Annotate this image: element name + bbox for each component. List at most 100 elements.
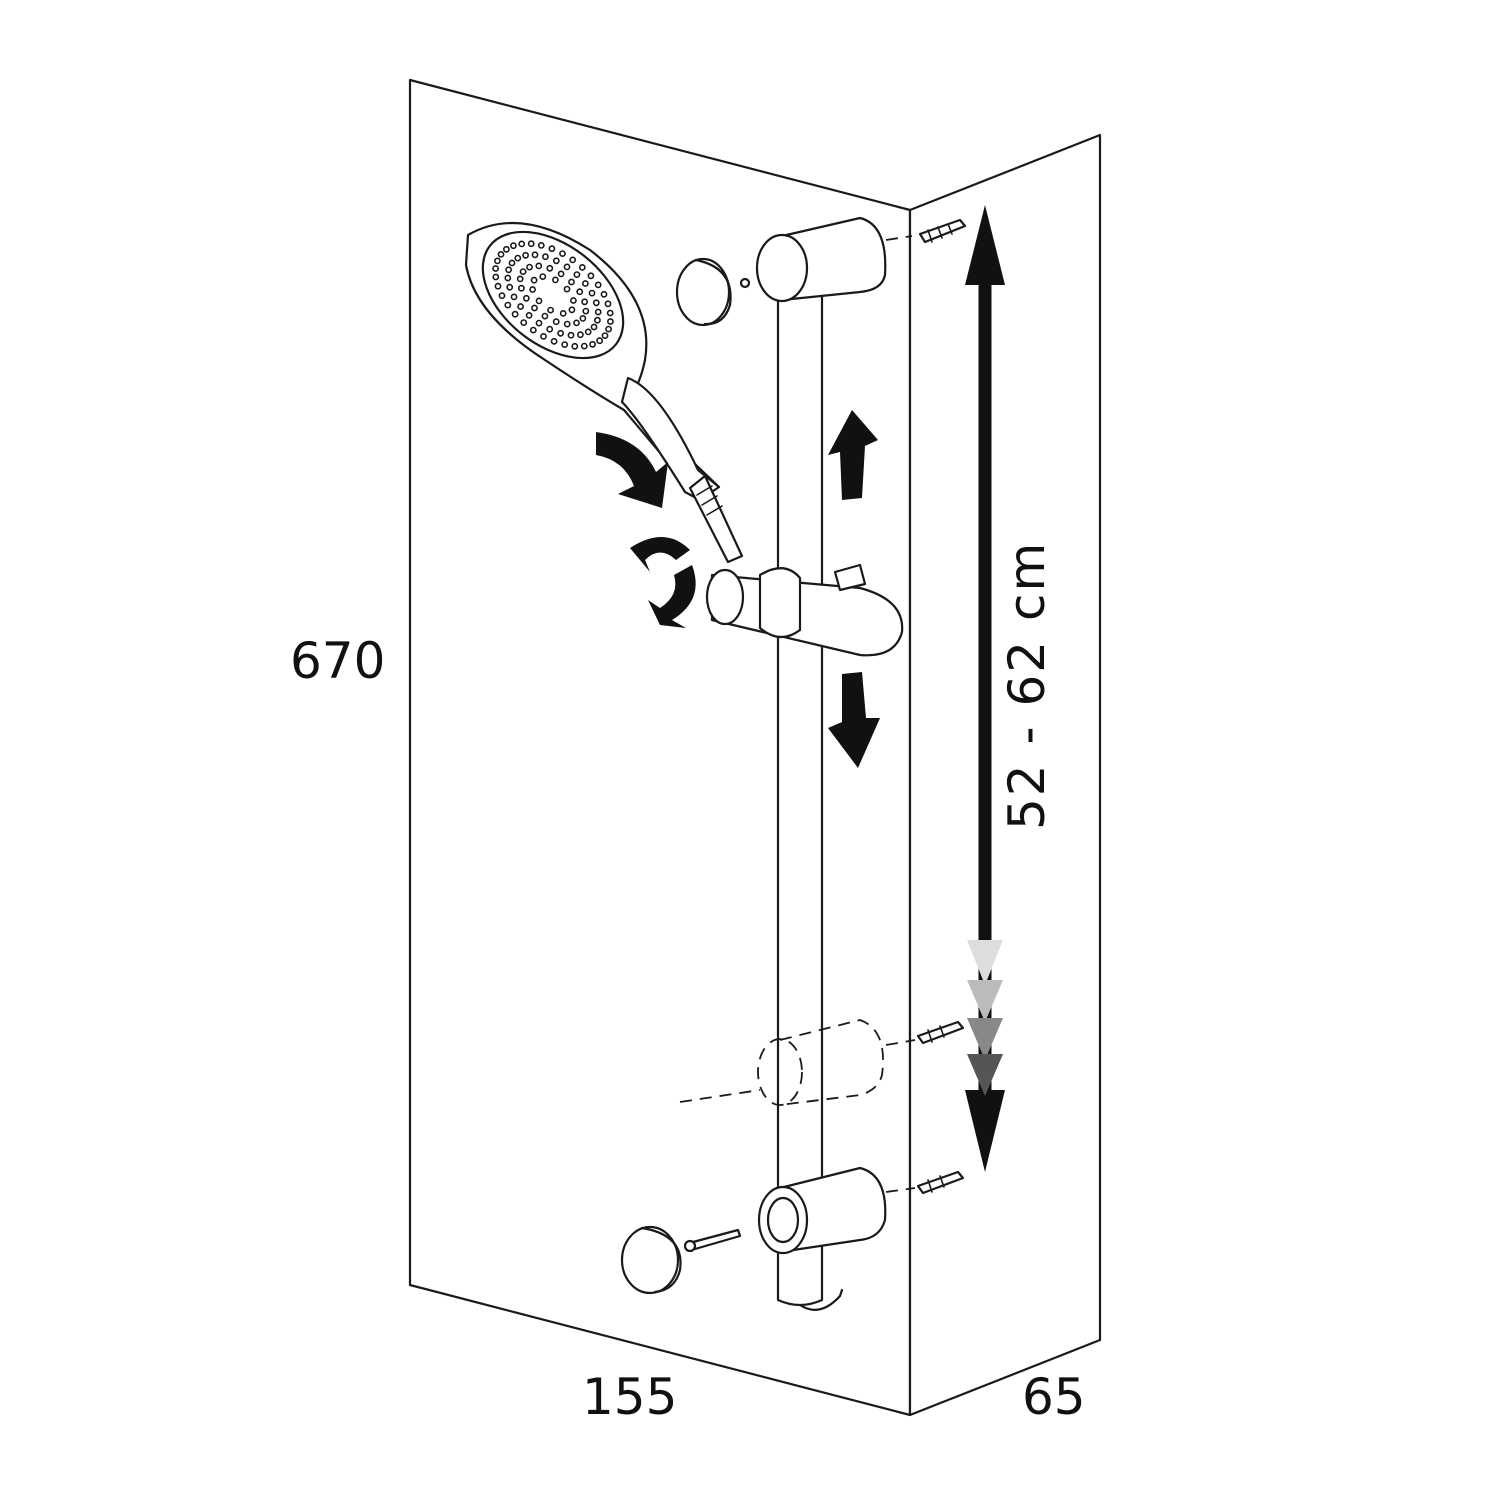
nozzle-dot — [525, 311, 533, 319]
bracket-spacing-label: 52 - 62 cm — [998, 541, 1056, 830]
nozzle-dot — [592, 299, 600, 307]
depth-dimension-label: 65 — [1022, 1368, 1086, 1426]
nozzle-dot — [557, 329, 564, 337]
nozzle-dot — [605, 325, 612, 333]
nozzle-dot — [604, 300, 612, 308]
nozzle-dot — [567, 331, 575, 339]
nozzle-dot — [510, 293, 518, 301]
nozzle-dot — [589, 340, 596, 348]
nozzle-dot — [573, 319, 580, 327]
nozzle-dot — [529, 326, 537, 334]
nozzle-dot — [511, 310, 519, 318]
nozzle-dot — [568, 278, 575, 286]
curved-down-arrow-icon — [596, 432, 668, 508]
nozzle-dot — [577, 331, 584, 339]
nozzle-dot — [535, 319, 543, 327]
bottom-wall-dowel-icon — [885, 1170, 965, 1195]
nozzle-dot — [582, 280, 589, 287]
nozzle-dot — [519, 268, 527, 275]
nozzle-dot — [563, 263, 571, 271]
nozzle-dot — [573, 271, 581, 278]
ghost-arrow-icon — [967, 1018, 1003, 1060]
nozzle-dot — [559, 250, 566, 257]
spacing-arrow-bottom-icon — [965, 1090, 1005, 1172]
nozzle-dot — [518, 240, 526, 248]
nozzle-dot — [546, 264, 554, 272]
nozzle-dot — [557, 270, 565, 278]
nozzle-dot — [552, 276, 559, 284]
nozzle-dot — [516, 275, 524, 283]
nozzle-dot — [594, 281, 602, 289]
top-cover-cap-icon — [675, 257, 751, 327]
nozzle-dot — [600, 290, 608, 298]
down-arrow-icon — [828, 672, 880, 768]
nozzle-dot — [492, 265, 499, 272]
nozzle-dot — [594, 316, 601, 324]
nozzle-dot — [529, 286, 536, 293]
nozzle-dot — [606, 309, 614, 317]
nozzle-dot — [514, 254, 522, 262]
nozzle-dot — [537, 241, 545, 249]
shower-rail-icon — [776, 288, 844, 1311]
nozzle-dot — [492, 273, 500, 281]
nozzle-dot — [568, 306, 576, 314]
nozzle-dot — [552, 257, 560, 265]
screw-icon — [683, 1228, 742, 1253]
nozzle-dot — [535, 262, 543, 270]
top-wall-bracket-icon — [755, 216, 913, 303]
nozzle-dot — [570, 297, 577, 304]
nozzle-dot — [587, 272, 595, 280]
nozzle-dot — [520, 319, 528, 326]
nozzle-dot — [563, 285, 571, 293]
nozzle-dot — [584, 328, 592, 336]
hand-shower-icon — [464, 221, 744, 564]
nozzle-dot — [539, 273, 547, 280]
nozzle-dot — [547, 306, 554, 314]
ghost-arrow-icon — [967, 1054, 1003, 1096]
height-dimension-label: 670 — [290, 632, 385, 690]
nozzle-dot — [493, 257, 501, 265]
nozzle-dot — [517, 303, 524, 310]
top-wall-dowel-icon — [918, 218, 967, 244]
nozzle-dot — [502, 245, 510, 253]
nozzle-dot — [594, 308, 602, 316]
nozzle-dot — [518, 284, 525, 292]
bottom-cover-cap-icon — [620, 1225, 682, 1295]
bottom-wall-bracket-icon — [757, 1166, 887, 1255]
slider-holder-icon — [705, 563, 904, 657]
bracket-spacing-dimension: 52 - 62 cm — [965, 205, 1056, 1172]
nozzle-dot — [559, 309, 567, 317]
ghost-arrow-icon — [967, 940, 1003, 985]
nozzle-dot — [508, 259, 516, 267]
nozzle-dot — [531, 251, 539, 259]
nozzle-dot — [522, 251, 529, 259]
nozzle-dot — [601, 332, 609, 339]
nozzle-dot — [531, 304, 538, 312]
nozzle-dot — [540, 332, 547, 340]
spacing-arrow-top-icon — [965, 205, 1005, 285]
nozzle-dot — [607, 318, 614, 325]
nozzle-dot — [505, 266, 512, 274]
nozzle-dot — [580, 342, 588, 350]
nozzle-dot — [588, 289, 596, 297]
nozzle-dot — [546, 325, 554, 333]
nozzle-dot — [590, 323, 598, 331]
nozzle-dot — [504, 301, 512, 309]
nozzle-dot — [552, 318, 560, 326]
nozzle-dot — [527, 240, 535, 248]
middle-wall-dowel-icon — [916, 1020, 965, 1045]
nozzle-dot — [579, 314, 587, 322]
nozzle-dot — [548, 245, 556, 253]
shower-nozzle-pattern — [492, 240, 614, 350]
nozzle-dot — [504, 274, 512, 282]
nozzle-dot — [497, 250, 505, 258]
nozzle-dot — [510, 242, 517, 250]
nozzle-dot — [542, 253, 549, 261]
nozzle-dot — [596, 337, 603, 345]
rotate-arrow-icon — [630, 536, 696, 628]
ghost-arrow-icon — [967, 980, 1003, 1022]
nozzle-dot — [578, 263, 586, 271]
nozzle-dot — [494, 282, 502, 290]
nozzle-dot — [563, 320, 571, 328]
